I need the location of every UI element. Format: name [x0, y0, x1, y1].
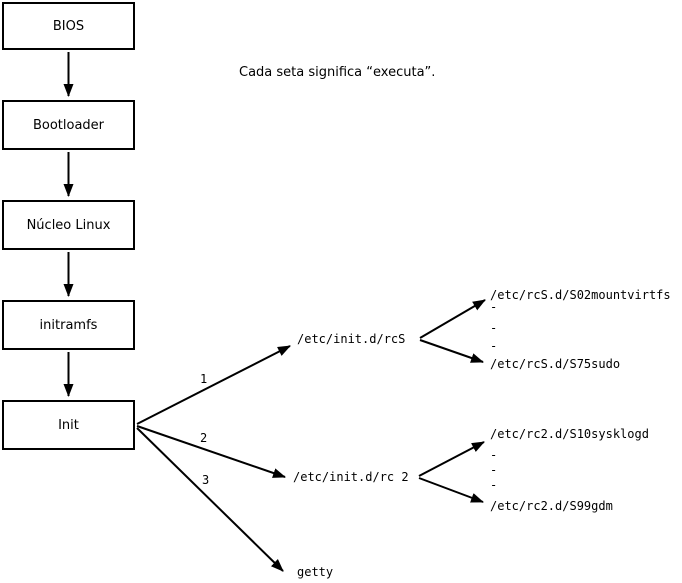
arrow-rcS-to-first-script — [419, 299, 486, 339]
rcS-ellipsis-dash-1: - — [490, 300, 498, 314]
box-init-label: Init — [58, 417, 79, 433]
arrow-init-to-getty — [136, 427, 284, 572]
box-linux-kernel: Núcleo Linux — [2, 200, 135, 250]
box-bootloader-label: Bootloader — [32, 117, 105, 133]
arrow-rc2-to-last-script — [418, 477, 484, 503]
branch-label-1: 1 — [200, 372, 208, 386]
arrow-init-to-rc2 — [136, 425, 286, 478]
rcS-ellipsis-dash-3: - — [490, 339, 498, 353]
box-init: Init — [2, 400, 135, 450]
rc2-ellipsis-dash-2: - — [490, 463, 498, 477]
branch-label-2: 2 — [200, 431, 208, 445]
arrow-rcS-to-last-script — [419, 339, 484, 363]
arrow-rc2-to-first-script — [418, 441, 485, 477]
box-initramfs-label: initramfs — [39, 317, 98, 333]
box-bios-label: BIOS — [52, 18, 85, 34]
rcS-ellipsis-dash-2: - — [490, 321, 498, 335]
path-rc2-S10sysklogd: /etc/rc2.d/S10sysklogd — [490, 427, 649, 441]
box-linux-kernel-label: Núcleo Linux — [26, 217, 111, 233]
path-init-d-rcS: /etc/init.d/rcS — [297, 332, 406, 346]
path-rc2-S99gdm: /etc/rc2.d/S99gdm — [490, 499, 613, 513]
label-getty: getty — [297, 565, 334, 579]
path-rcS-S02mountvirtfs: /etc/rcS.d/S02mountvirtfs — [490, 288, 671, 302]
note-arrow-meaning: Cada seta significa “executa”. — [239, 65, 436, 80]
rc2-ellipsis-dash-3: - — [490, 478, 498, 492]
branch-label-3: 3 — [202, 473, 210, 487]
box-bios: BIOS — [2, 2, 135, 50]
arrow-init-to-rcS — [136, 345, 291, 425]
path-rcS-S75sudo: /etc/rcS.d/S75sudo — [490, 357, 621, 371]
path-init-d-rc2: /etc/init.d/rc 2 — [293, 470, 409, 484]
rc2-ellipsis-dash-1: - — [490, 448, 498, 462]
box-bootloader: Bootloader — [2, 100, 135, 150]
box-initramfs: initramfs — [2, 300, 135, 350]
